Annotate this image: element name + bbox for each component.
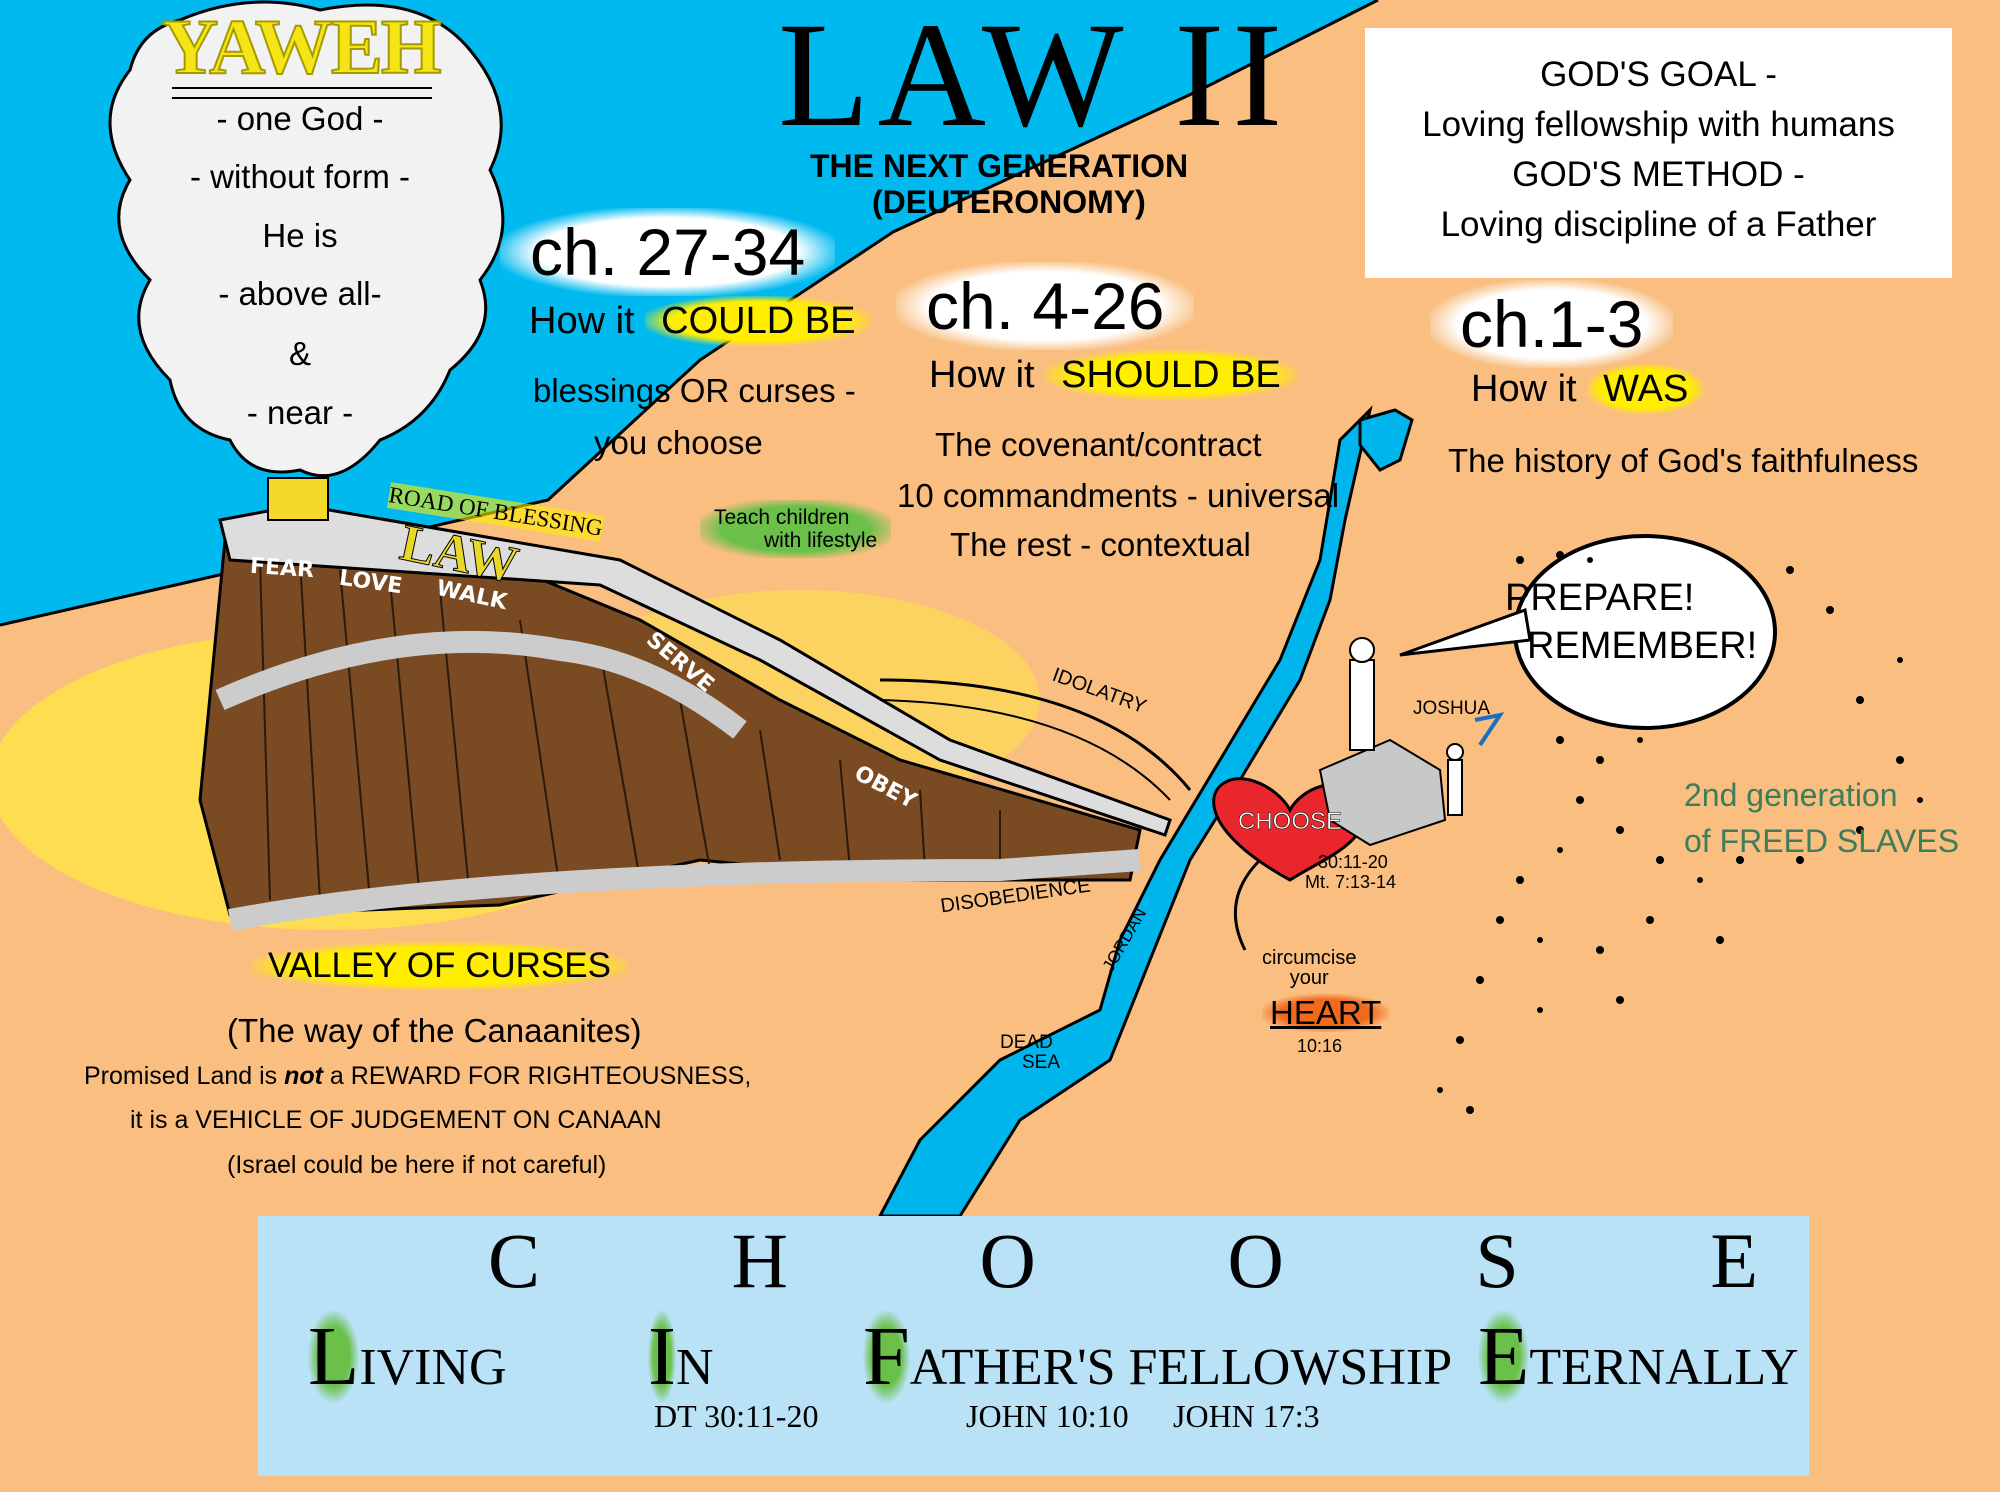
generation-label: 2nd generation of FREED SLAVES bbox=[1684, 772, 1959, 864]
goal-line: Loving discipline of a Father bbox=[1440, 205, 1877, 244]
teach-note: Teach children with lifestyle bbox=[700, 500, 892, 558]
choose-letter: C bbox=[488, 1217, 541, 1304]
cloud-line: & bbox=[288, 335, 311, 372]
cloud-line: He is bbox=[262, 217, 338, 254]
acrostic-word: LIVING bbox=[308, 1308, 507, 1405]
how-highlight: WAS bbox=[1587, 364, 1705, 414]
acrostic-rest: TERNALLY bbox=[1529, 1339, 1799, 1396]
choose-letter: E bbox=[1710, 1217, 1758, 1304]
valley-note: (Israel could be here if not careful) bbox=[227, 1151, 607, 1179]
choose-letter: H bbox=[731, 1217, 788, 1304]
acrostic-word: ETERNALLY bbox=[1478, 1308, 1799, 1405]
acrostic-rest: N bbox=[675, 1339, 714, 1396]
valley-sub: (The way of the Canaanites) bbox=[227, 1012, 642, 1049]
speech-line: REMEMBER! bbox=[1527, 625, 1758, 667]
choose-panel: C H O O S E LIVING IN FATHER'S FELLOWSHI… bbox=[258, 1216, 1809, 1476]
choose-letter: S bbox=[1475, 1217, 1519, 1304]
acrostic-initial: F bbox=[863, 1310, 910, 1403]
valley-note: it is a VEHICLE OF JUDGEMENT ON CANAAN bbox=[130, 1106, 662, 1134]
cloud-line: - near - bbox=[246, 394, 354, 431]
heart-ref: 30:11-20 bbox=[1318, 852, 1388, 872]
section-line: The history of God's faithfulness bbox=[1448, 442, 1919, 479]
acrostic-initial: E bbox=[1478, 1310, 1530, 1403]
section-line: 10 commandments - universal bbox=[897, 477, 1340, 514]
yaweh-title: YAWEH bbox=[161, 2, 443, 91]
section-line: The rest - contextual bbox=[950, 526, 1251, 563]
note-text: Promised Land is bbox=[84, 1062, 285, 1090]
generation-line: of FREED SLAVES bbox=[1684, 823, 1960, 859]
chapter-heading: ch. 27-34 bbox=[500, 208, 836, 296]
scripture-ref: DT 30:11-20 bbox=[654, 1398, 819, 1434]
sea-of-galilee bbox=[1358, 408, 1414, 472]
subtitle: THE NEXT GENERATION bbox=[810, 148, 1189, 184]
how-highlight: COULD BE bbox=[645, 296, 872, 346]
valley-note: Promised Land is not a REWARD FOR RIGHTE… bbox=[84, 1062, 751, 1091]
dead-sea-label: DEAD SEA bbox=[1000, 1033, 1060, 1073]
scripture-ref: JOHN 10:10 bbox=[966, 1398, 1129, 1434]
choose-letter: O bbox=[979, 1217, 1036, 1304]
dead-sea-line: DEAD bbox=[1000, 1032, 1053, 1053]
teach-line: Teach children bbox=[714, 506, 850, 529]
dead-sea-line: SEA bbox=[1022, 1052, 1061, 1073]
section-line: you choose bbox=[594, 424, 763, 461]
circumcise-line: your bbox=[1289, 967, 1329, 989]
jordan-river bbox=[877, 405, 1373, 1218]
section-line: blessings OR curses - bbox=[533, 372, 856, 409]
goal-line: GOD'S METHOD - bbox=[1512, 155, 1805, 194]
heart-word-ref: 10:16 bbox=[1297, 1036, 1343, 1056]
how-prefix: How it bbox=[929, 354, 1035, 396]
joshua-label: JOSHUA bbox=[1413, 698, 1491, 719]
moses-figure bbox=[1349, 659, 1375, 751]
speech-line: PREPARE! bbox=[1505, 577, 1695, 619]
how-highlight: SHOULD BE bbox=[1045, 350, 1297, 400]
acrostic-rest: ATHER'S FELLOWSHIP bbox=[909, 1339, 1453, 1396]
cloud-line: - above all- bbox=[218, 275, 382, 312]
how-it: How it COULD BE bbox=[529, 296, 872, 346]
idolatry-path bbox=[879, 678, 1192, 791]
acrostic-initial: I bbox=[648, 1310, 676, 1403]
heart-word: HEART bbox=[1262, 994, 1390, 1032]
teach-line: with lifestyle bbox=[764, 529, 878, 552]
how-it: How it SHOULD BE bbox=[929, 350, 1297, 400]
how-it: How it WAS bbox=[1471, 364, 1705, 414]
joshua-figure bbox=[1447, 759, 1463, 816]
section-line: The covenant/contract bbox=[935, 426, 1262, 463]
speech-text: PREPARE! REMEMBER! bbox=[1505, 574, 1757, 670]
choose-letters: C H O O S E bbox=[488, 1216, 1758, 1306]
scripture-ref: JOHN 17:3 bbox=[1173, 1398, 1320, 1434]
step-label: FEAR bbox=[249, 553, 315, 584]
goal-box: GOD'S GOAL - Loving fellowship with huma… bbox=[1365, 28, 1952, 278]
valley-title: VALLEY OF CURSES bbox=[252, 942, 627, 990]
disobedience-path bbox=[227, 849, 1141, 931]
goal-line: Loving fellowship with humans bbox=[1422, 105, 1895, 144]
cloud-line: - one God - bbox=[216, 100, 384, 137]
acrostic-rest: IVING bbox=[359, 1339, 507, 1396]
cloud-line: - without form - bbox=[189, 158, 411, 195]
how-prefix: How it bbox=[1471, 368, 1577, 410]
page-title: LAW II bbox=[778, 0, 1291, 158]
how-prefix: How it bbox=[529, 300, 635, 342]
subtitle-book: (DEUTERONOMY) bbox=[872, 184, 1146, 220]
acrostic-word: FATHER'S FELLOWSHIP bbox=[863, 1308, 1452, 1405]
acrostic-initial: L bbox=[308, 1310, 360, 1403]
note-text: a REWARD FOR RIGHTEOUSNESS, bbox=[322, 1062, 752, 1090]
acrostic-word: IN bbox=[648, 1308, 714, 1405]
crowd-of-freed-slaves bbox=[1437, 551, 1923, 1114]
arrow-icon bbox=[1474, 712, 1505, 747]
generation-line: 2nd generation bbox=[1684, 777, 1898, 813]
note-emphasis: not bbox=[284, 1062, 323, 1090]
goal-line: GOD'S GOAL - bbox=[1540, 55, 1777, 94]
pedestal bbox=[1318, 738, 1447, 847]
heart-ref: Mt. 7:13-14 bbox=[1305, 872, 1397, 892]
road-of-blessing bbox=[218, 503, 1172, 837]
ark-icon bbox=[267, 477, 329, 521]
choose-letter: O bbox=[1227, 1217, 1284, 1304]
chapter-heading: ch. 4-26 bbox=[896, 262, 1195, 350]
cloud bbox=[108, 0, 505, 478]
chapter-heading: ch.1-3 bbox=[1430, 280, 1674, 368]
heart-choose-label: CHOOSE bbox=[1238, 808, 1343, 836]
circumcise-label: circumcise your bbox=[1262, 948, 1356, 988]
circumcise-line: circumcise bbox=[1262, 947, 1357, 969]
